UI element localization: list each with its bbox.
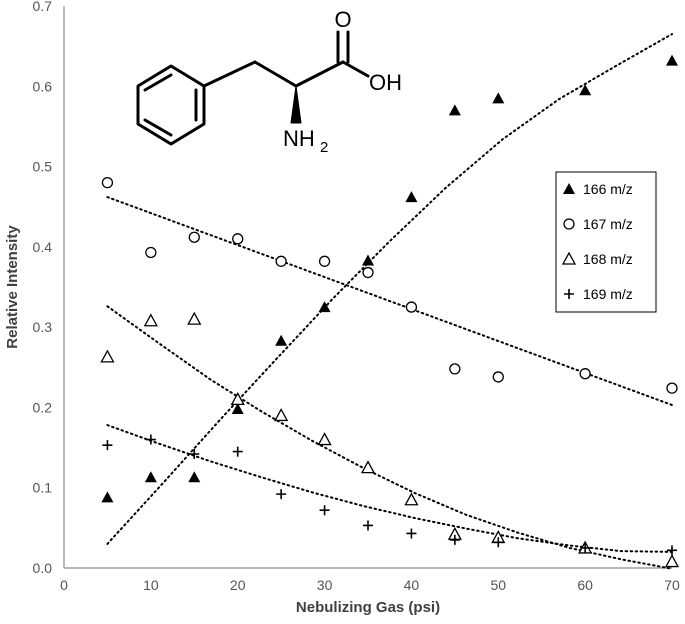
data-point-series-2 [579,368,591,380]
data-point-series-1 [362,254,374,266]
data-point-series-4 [406,528,417,539]
data-point-series-1 [666,54,678,66]
data-point-series-1 [101,491,114,503]
legend-label-3: 168 m/z [583,251,633,267]
ring-inner-bond-2 [143,118,173,137]
y-tick-labels: 0.0 0.1 0.2 0.3 0.4 0.5 0.6 0.7 [33,0,53,576]
data-point-series-4 [145,434,156,445]
data-point-series-3 [274,408,289,422]
data-point-series-3 [317,432,332,446]
legend-label-1: 166 m/z [583,181,633,197]
data-point-series-2 [145,246,157,259]
carboxyl-bond [294,60,345,88]
legend-label-2: 167 m/z [583,216,633,232]
data-point-series-2 [666,382,678,394]
data-point-series-4 [189,448,200,459]
x-tick-label: 60 [577,577,593,593]
hydroxyl-bond [341,60,370,78]
data-point-series-2 [188,231,200,243]
data-point-series-1 [231,403,244,415]
y-axis-title: Relative Intensity [4,225,21,349]
y-tick-label: 0.1 [33,480,53,496]
data-point-series-4 [102,440,113,451]
data-point-series-1 [275,334,288,346]
legend: 166 m/z 167 m/z 168 m/z 169 m/z [555,171,657,313]
y-tick-label: 0.0 [33,560,53,576]
data-points [100,54,680,568]
alpha-bond [253,60,298,88]
data-point-series-4 [276,489,287,500]
ring-inner-bond-3 [143,73,173,92]
legend-marker-3 [561,251,577,265]
data-point-series-2 [232,233,244,245]
y-tick-label: 0.5 [33,159,53,175]
y-tick-label: 0.4 [33,239,53,255]
data-point-series-3 [100,349,115,363]
data-point-series-3 [360,460,376,474]
x-tick-label: 40 [404,577,420,593]
y-tick-label: 0.7 [33,0,53,14]
x-axis-title: Nebulizing Gas (psi) [296,599,440,616]
data-point-series-2 [449,363,461,375]
data-point-series-4 [319,505,330,516]
wedge-bond [290,85,302,124]
data-point-series-4 [449,534,460,545]
data-point-series-3 [230,392,245,406]
data-point-series-3 [143,313,158,327]
data-point-series-2 [275,255,287,267]
legend-label-4: 169 m/z [583,286,633,302]
data-point-series-1 [448,104,461,116]
data-point-series-4 [363,520,373,531]
legend-marker-4 [564,289,574,299]
trendline-series-3 [106,305,673,570]
data-point-series-1 [492,92,505,104]
legend-items: 166 m/z 167 m/z 168 m/z 169 m/z [561,181,633,302]
data-point-series-3 [404,492,419,506]
data-point-series-4 [580,542,591,553]
data-point-series-3 [187,311,202,325]
data-point-series-1 [188,471,201,483]
data-point-series-4 [493,537,504,548]
trendline-series-1 [106,33,673,545]
y-tick-label: 0.6 [33,78,53,94]
x-tick-label: 30 [317,577,333,593]
legend-marker-1 [563,183,575,194]
trendline-series-2 [106,196,673,406]
data-point-series-1 [318,301,331,313]
legend-box [555,171,657,313]
data-point-series-4 [667,545,677,556]
x-tick-label: 10 [143,577,159,593]
x-tick-label: 70 [664,577,680,593]
data-point-series-1 [405,191,418,203]
amine-label: NH [283,126,315,151]
hydroxyl-label: OH [369,70,402,95]
data-point-series-3 [664,554,680,568]
x-tick-label: 50 [490,577,506,593]
benzene-ring [136,64,206,146]
oxygen-label: O [334,7,351,32]
ch2-bond [202,60,257,88]
data-point-series-1 [579,84,592,96]
x-tick-label: 0 [60,577,68,593]
data-point-series-2 [405,301,418,313]
data-point-series-2 [101,176,114,189]
amine-subscript: 2 [320,139,328,156]
data-point-series-4 [232,446,243,457]
axes [63,6,672,569]
data-point-series-1 [144,471,157,483]
trendlines [106,33,673,570]
data-point-series-2 [318,255,331,267]
trendline-series-4 [106,424,673,553]
legend-marker-2 [563,218,575,230]
x-tick-labels: 0 10 20 30 40 50 60 70 [60,577,680,593]
data-point-series-2 [492,371,504,383]
molecule-structure [136,30,370,146]
y-tick-label: 0.3 [33,319,53,335]
y-tick-label: 0.2 [33,399,53,415]
data-point-series-2 [362,266,374,279]
x-tick-label: 20 [230,577,246,593]
